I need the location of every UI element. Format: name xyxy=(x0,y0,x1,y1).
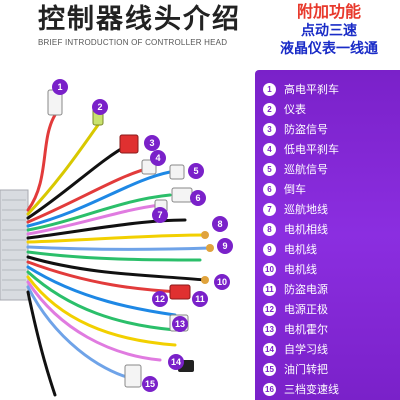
callout-3: 3 xyxy=(144,135,160,151)
connector-15 xyxy=(124,364,142,388)
promo-line-3: 液晶仪表一线通 xyxy=(280,41,378,57)
terminal-10 xyxy=(201,276,209,284)
controller-box xyxy=(0,189,29,301)
callout-2: 2 xyxy=(92,99,108,115)
legend-item-12: 12 电源正极 xyxy=(263,300,328,318)
svg-text:7: 7 xyxy=(157,210,162,220)
callout-6: 6 xyxy=(190,190,206,206)
legend-label: 油门转把 xyxy=(284,363,328,376)
promo-line-1: 附加功能 xyxy=(296,2,361,21)
legend-number: 2 xyxy=(263,102,276,116)
svg-text:2: 2 xyxy=(97,102,102,112)
legend-item-13: 13 电机霍尔 xyxy=(263,320,328,338)
callout-11: 11 xyxy=(192,291,208,307)
legend-number: 3 xyxy=(263,122,276,136)
svg-text:1: 1 xyxy=(57,82,62,92)
legend-number: 11 xyxy=(263,282,276,296)
legend-number: 7 xyxy=(263,202,276,216)
svg-text:6: 6 xyxy=(195,193,200,203)
svg-text:5: 5 xyxy=(193,166,198,176)
legend-label: 仪表 xyxy=(284,103,306,116)
feature-promo: 附加功能 点动三速 液晶仪表一线通 xyxy=(258,0,400,62)
legend-item-8: 8 电机相线 xyxy=(263,220,328,238)
callout-9: 9 xyxy=(217,238,233,254)
legend-label: 电机霍尔 xyxy=(284,323,328,336)
legend-label: 防盗信号 xyxy=(284,123,328,136)
legend-item-6: 6 倒车 xyxy=(263,180,306,198)
legend-label: 防盗电源 xyxy=(284,283,328,296)
legend-label: 电源正极 xyxy=(284,303,328,316)
callout-7: 7 xyxy=(152,207,168,223)
legend-number: 1 xyxy=(263,82,276,96)
legend-item-10: 10 电机线 xyxy=(263,260,317,278)
legend-item-15: 15 油门转把 xyxy=(263,360,328,378)
svg-text:4: 4 xyxy=(155,153,160,163)
legend-label: 电机线 xyxy=(284,243,317,256)
legend-number: 8 xyxy=(263,222,276,236)
legend-item-14: 14 自学习线 xyxy=(263,340,328,358)
connector-11-12 xyxy=(169,284,191,300)
svg-text:12: 12 xyxy=(155,294,165,304)
legend-label: 高电平刹车 xyxy=(284,83,339,96)
legend-item-2: 2 仪表 xyxy=(263,100,306,118)
svg-text:11: 11 xyxy=(195,294,205,304)
legend-label: 自学习线 xyxy=(284,343,328,356)
legend-label: 电机线 xyxy=(284,263,317,276)
legend-item-4: 4 低电平刹车 xyxy=(263,140,339,158)
promo-line-2: 点动三速 xyxy=(301,23,357,39)
callout-5: 5 xyxy=(188,163,204,179)
legend-label: 倒车 xyxy=(284,183,306,196)
legend-label: 巡航地线 xyxy=(284,203,328,216)
svg-text:10: 10 xyxy=(217,277,227,287)
legend-label: 电机相线 xyxy=(284,223,328,236)
legend-item-9: 9 电机线 xyxy=(263,240,317,258)
wire-bundle xyxy=(26,113,212,397)
legend-number: 5 xyxy=(263,162,276,176)
callout-10: 10 xyxy=(214,274,230,290)
legend-label: 三档变速线 xyxy=(284,383,339,396)
legend-number: 4 xyxy=(263,142,276,156)
connector-5 xyxy=(169,164,185,180)
svg-text:9: 9 xyxy=(222,241,227,251)
legend-item-5: 5 巡航信号 xyxy=(263,160,328,178)
callout-12: 12 xyxy=(152,291,168,307)
legend-number: 12 xyxy=(263,302,276,316)
page-subtitle: BRIEF INTRODUCTION OF CONTROLLER HEAD xyxy=(38,38,228,47)
connector-3 xyxy=(119,134,139,154)
legend-label: 巡航信号 xyxy=(284,163,328,176)
svg-text:14: 14 xyxy=(171,357,181,367)
controller-wiring-illustration: 1 2 3 4 5 6 7 8 9 10 11 12 13 14 15 xyxy=(0,79,233,397)
svg-text:8: 8 xyxy=(217,219,222,229)
svg-text:3: 3 xyxy=(149,138,154,148)
svg-text:15: 15 xyxy=(145,379,155,389)
legend-item-3: 3 防盗信号 xyxy=(263,120,328,138)
legend-item-7: 7 巡航地线 xyxy=(263,200,328,218)
connector-6 xyxy=(171,187,193,203)
legend-item-11: 11 防盗电源 xyxy=(263,280,328,298)
callout-4: 4 xyxy=(150,150,166,166)
legend-item-16: 16 三档变速线 xyxy=(263,380,339,398)
terminal-8 xyxy=(201,231,209,239)
callout-14: 14 xyxy=(168,354,184,370)
legend-label: 低电平刹车 xyxy=(284,143,339,156)
callout-8: 8 xyxy=(212,216,228,232)
legend-number: 16 xyxy=(263,382,276,396)
legend-number: 14 xyxy=(263,342,276,356)
callout-15: 15 xyxy=(142,376,158,392)
legend-number: 13 xyxy=(263,322,276,336)
legend-number: 9 xyxy=(263,242,276,256)
svg-text:13: 13 xyxy=(175,319,185,329)
legend-item-1: 1 高电平刹车 xyxy=(263,80,339,98)
legend-number: 6 xyxy=(263,182,276,196)
callout-1: 1 xyxy=(52,79,68,95)
page-title: 控制器线头介绍 xyxy=(38,4,241,35)
legend-number: 15 xyxy=(263,362,276,376)
terminal-9 xyxy=(206,244,214,252)
legend-number: 10 xyxy=(263,262,276,276)
callout-13: 13 xyxy=(172,316,188,332)
